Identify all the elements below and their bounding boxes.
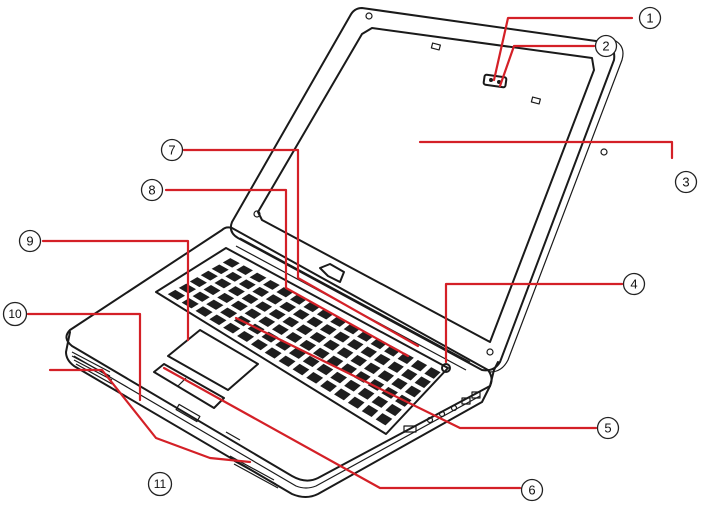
keyboard-key xyxy=(387,361,405,373)
keyboard-key xyxy=(268,309,286,320)
keyboard-key xyxy=(330,371,348,384)
keyboard-key xyxy=(292,363,310,376)
keyboard-key xyxy=(404,385,422,398)
callout-5: 5 xyxy=(598,418,619,439)
keyboard-key xyxy=(244,308,262,320)
keyboard-key xyxy=(346,339,364,351)
side-ports xyxy=(404,392,480,432)
keyboard-key xyxy=(258,316,276,328)
keyboard-key xyxy=(252,286,270,297)
keyboard-key xyxy=(235,265,253,276)
keyboard-key xyxy=(350,355,368,367)
callout-11: 11 xyxy=(149,473,172,496)
keyboard-key xyxy=(250,339,268,351)
keyboard-key xyxy=(292,309,310,321)
keyboard-key xyxy=(222,258,241,269)
callout-10-label: 10 xyxy=(8,307,22,321)
callout-9-label: 9 xyxy=(26,234,33,249)
keyboard-key xyxy=(295,324,313,336)
callout-2: 2 xyxy=(596,36,617,57)
keyboard-key xyxy=(264,347,282,359)
callout-2-label: 2 xyxy=(602,39,609,54)
keyboard-key xyxy=(333,331,351,343)
keyboard-key xyxy=(279,301,297,312)
keyboard-key xyxy=(347,396,365,409)
keyboard-key xyxy=(238,279,257,290)
keyboard-key xyxy=(276,287,294,298)
keyboard-key xyxy=(391,377,409,390)
keyboard-key xyxy=(282,316,300,328)
keyboard-key xyxy=(357,387,375,400)
keyboard-key xyxy=(320,380,338,393)
keyboard-key xyxy=(271,324,289,336)
keyboard-key xyxy=(254,301,272,312)
keyboard-key xyxy=(371,395,389,408)
keyboard-key xyxy=(323,339,341,351)
keyboard-key xyxy=(222,322,241,334)
keyboard-key xyxy=(385,403,403,416)
keyboard-key xyxy=(377,370,395,383)
keyboard-key xyxy=(262,280,280,291)
callout-1-label: 1 xyxy=(646,11,653,26)
callout-11-label: 11 xyxy=(154,477,167,491)
keyboard-key xyxy=(375,413,393,426)
keyboard-key xyxy=(278,355,296,367)
keyboard-key xyxy=(265,294,283,305)
keyboard-key xyxy=(306,372,324,385)
callout-10: 10 xyxy=(4,303,27,326)
keyboard-key xyxy=(360,346,378,358)
keyboard-key xyxy=(309,332,327,344)
keyboard-key xyxy=(333,388,351,401)
keyboard-key xyxy=(241,293,259,304)
callout-6: 6 xyxy=(522,480,543,501)
keyboard-key xyxy=(410,359,428,372)
keyboard-key xyxy=(414,376,432,389)
callout-6-label: 6 xyxy=(528,483,535,498)
callout-3: 3 xyxy=(676,172,697,193)
callout-3-label: 3 xyxy=(682,175,689,190)
callout-7-label: 7 xyxy=(168,143,175,158)
keyboard-key xyxy=(363,362,381,375)
callout-4: 4 xyxy=(624,274,645,295)
keyboard-key xyxy=(319,324,337,336)
keyboard-key xyxy=(285,332,303,344)
leader-9 xyxy=(43,241,188,340)
callout-4-label: 4 xyxy=(630,277,637,292)
leader-10 xyxy=(28,314,140,400)
keyboard-key xyxy=(336,347,354,359)
keyboard-key xyxy=(361,404,379,417)
keyboard-key xyxy=(343,379,361,392)
callout-5-label: 5 xyxy=(604,421,611,436)
keyboard-key xyxy=(249,272,267,283)
callout-8: 8 xyxy=(142,180,163,201)
callout-8-label: 8 xyxy=(148,183,155,198)
callout-1: 1 xyxy=(640,8,661,29)
leader-11 xyxy=(50,370,250,462)
keyboard-key xyxy=(236,331,255,343)
callout-7: 7 xyxy=(162,140,183,161)
keyboard-key xyxy=(373,354,391,366)
callout-9: 9 xyxy=(20,231,41,252)
keyboard-key xyxy=(400,368,418,381)
keyboard-key xyxy=(306,316,324,328)
